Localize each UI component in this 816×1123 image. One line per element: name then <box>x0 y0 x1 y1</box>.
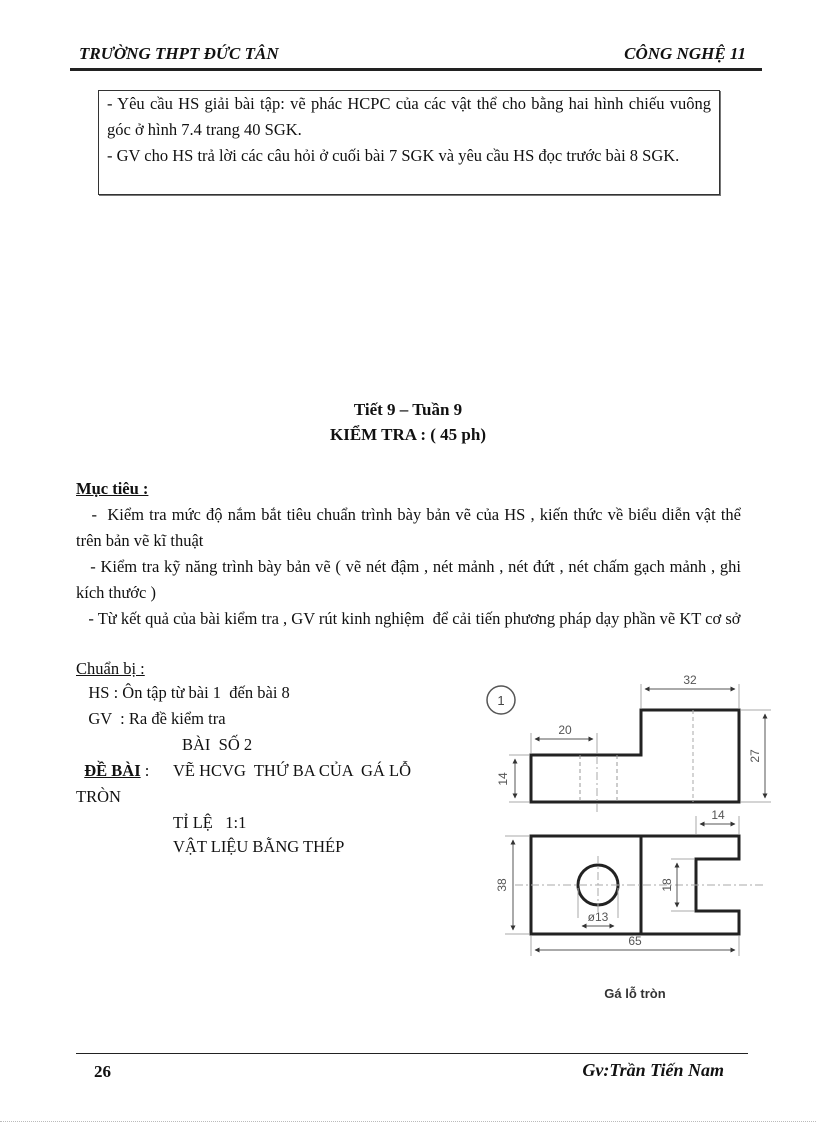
header-rule <box>70 68 762 71</box>
exam-heading-row: ĐỀ BÀI : <box>76 732 149 784</box>
dim-left-height: 14 <box>496 772 510 786</box>
preparation-heading: Chuẩn bị : <box>76 659 145 678</box>
figure-number: 1 <box>497 693 504 708</box>
header-school: TRƯỜNG THPT ĐỨC TÂN <box>79 44 279 63</box>
footer-rule <box>76 1053 748 1054</box>
dim-slot-height: 18 <box>660 878 674 892</box>
exam-task-line-1: VẼ HCVG THỨ BA CỦA GÁ LỖ <box>173 761 412 780</box>
exam-number: BÀI SỐ 2 <box>182 735 253 754</box>
dim-total-height: 27 <box>748 749 762 763</box>
lesson-period: Tiết 9 – Tuần 9 <box>353 400 463 419</box>
dim-top-width: 32 <box>683 673 697 687</box>
exam-task-line-2: TRÒN <box>76 787 121 806</box>
homework-line-1: - Yêu cầu HS giải bài tập: vẽ phác HCPC … <box>107 94 711 139</box>
exam-heading: ĐỀ BÀI <box>84 761 141 780</box>
figure-number-badge: 1 <box>486 685 516 715</box>
preparation-gv: GV : Ra đề kiểm tra <box>76 709 226 728</box>
technical-drawing: 1 32 20 14 27 <box>486 673 771 1001</box>
exam-heading-colon: : <box>140 761 150 780</box>
exam-material: VẬT LIỆU BẰNG THÉP <box>173 837 345 856</box>
objective-item-1: - Kiểm tra mức độ nắm bắt tiêu chuẩn trì… <box>76 505 746 550</box>
page-number: 26 <box>94 1062 111 1081</box>
front-view: 32 20 14 27 <box>496 673 771 815</box>
dim-hole-diameter: ø13 <box>588 910 609 924</box>
objectives-heading: Mục tiêu : <box>76 479 149 498</box>
dim-plan-height: 38 <box>495 878 509 892</box>
dim-total-length: 65 <box>628 934 642 948</box>
lesson-title: KIỂM TRA : ( 45 ph) <box>329 425 486 444</box>
drawing-caption: Gá lỗ tròn <box>604 986 665 1001</box>
homework-line-2: - GV cho HS trả lời các câu hỏi ở cuối b… <box>107 146 680 165</box>
footer-author: Gv:Trần Tiến Nam <box>582 1060 724 1080</box>
header-subject: CÔNG NGHỆ 11 <box>624 44 746 63</box>
exam-scale: TỈ LỆ 1:1 <box>173 813 247 832</box>
page-edge <box>0 1121 816 1122</box>
objective-item-2: - Kiểm tra kỹ năng trình bày bản vẽ ( vẽ… <box>76 557 746 602</box>
homework-box: - Yêu cầu HS giải bài tập: vẽ phác HCPC … <box>98 90 720 195</box>
dim-slot-width: 14 <box>711 808 725 822</box>
objective-item-3: - Từ kết quả của bài kiểm tra , GV rút k… <box>76 609 741 628</box>
preparation-hs: HS : Ôn tập từ bài 1 đến bài 8 <box>76 683 290 702</box>
dim-left-step: 20 <box>558 723 572 737</box>
plan-view: 14 38 18 ø13 65 <box>495 808 765 956</box>
